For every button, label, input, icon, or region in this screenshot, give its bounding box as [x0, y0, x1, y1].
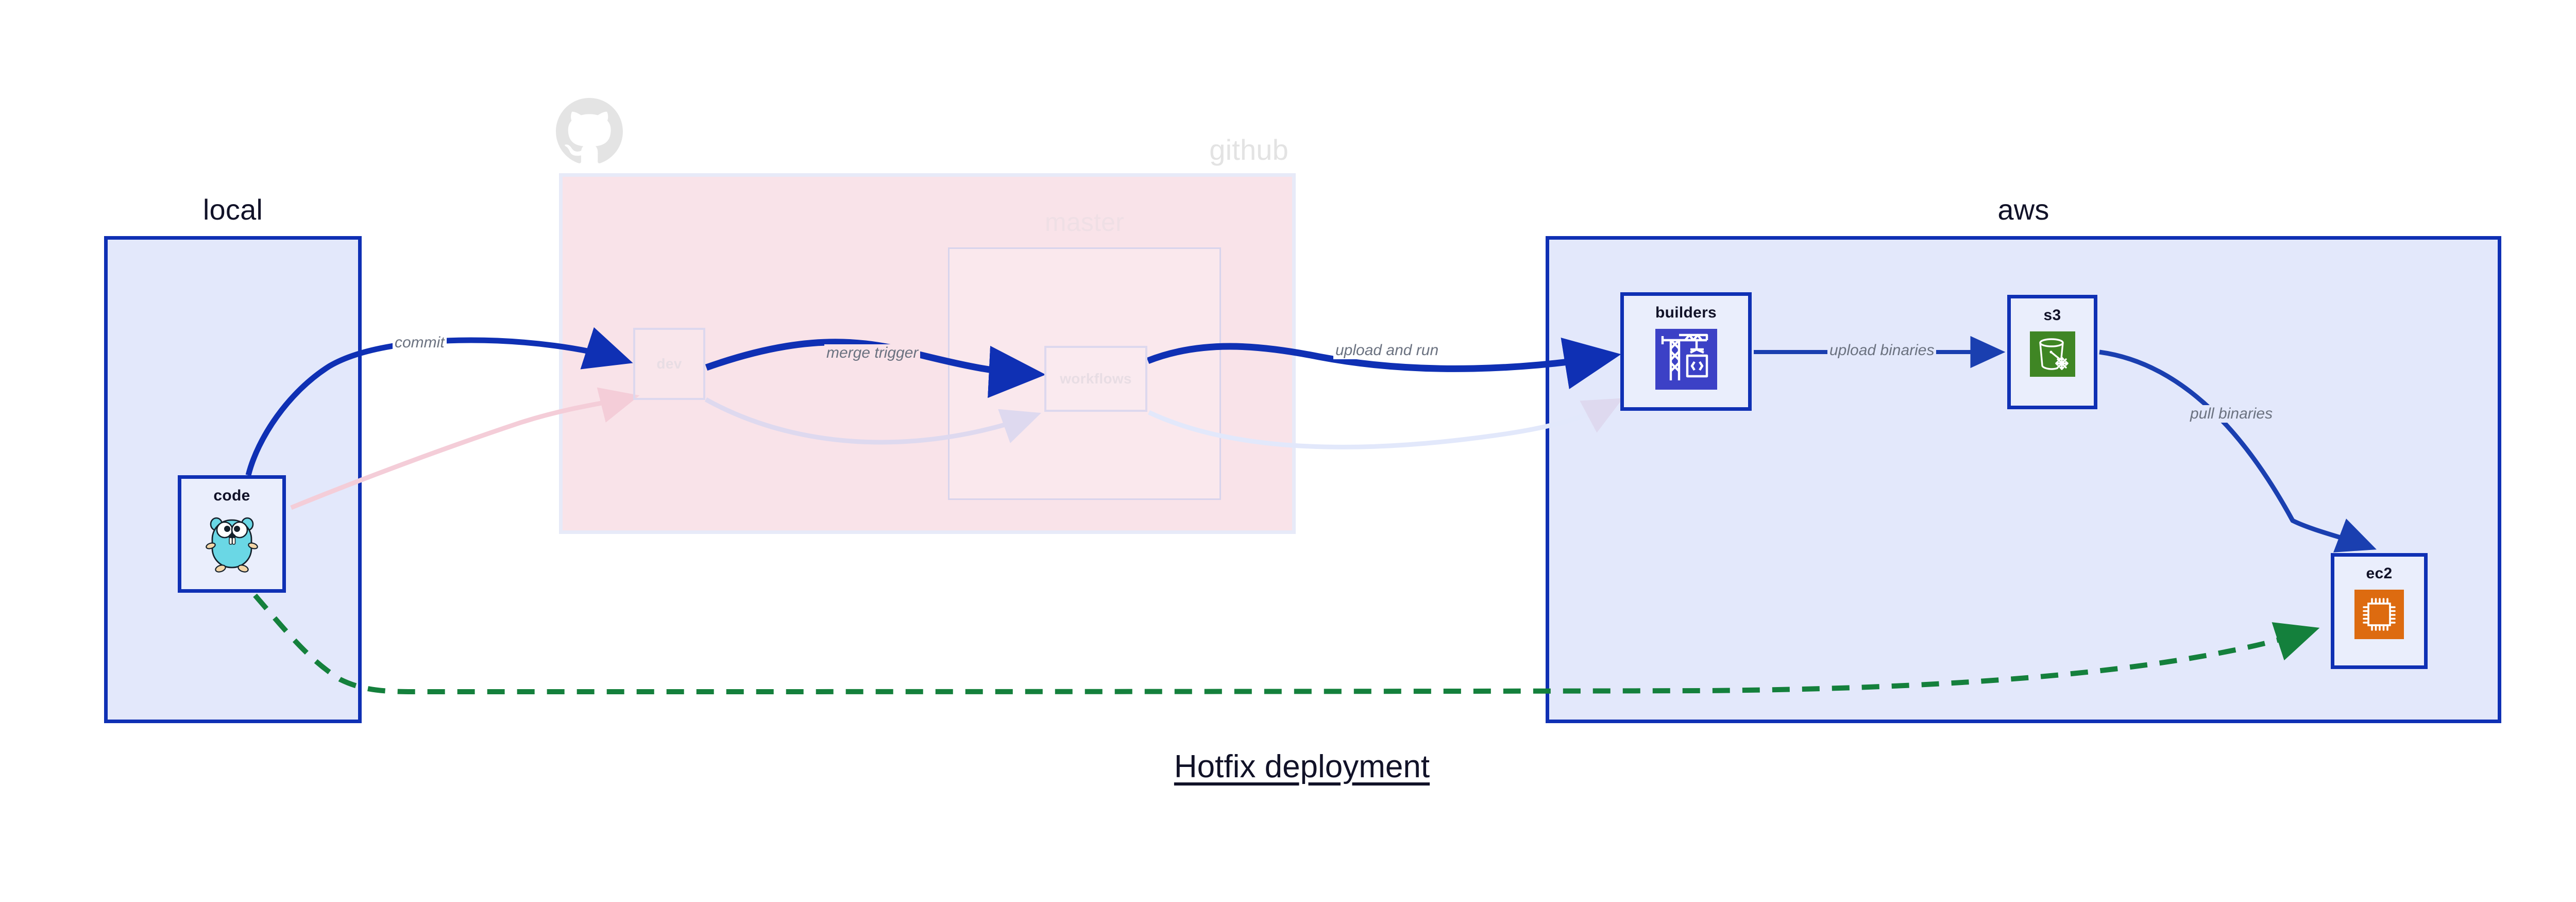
group-github-title: github [1209, 133, 1289, 166]
edge-label-upload-and-run: upload and run [1333, 342, 1441, 359]
node-builders[interactable]: builders [1620, 292, 1752, 411]
node-code[interactable]: code [178, 475, 286, 593]
diagram-caption-text: Hotfix deployment [1174, 749, 1430, 784]
aws-s3-glacier-bucket-icon [2029, 331, 2075, 379]
go-gopher-icon [204, 512, 260, 576]
aws-builder-crane-icon [1655, 329, 1717, 392]
aws-ec2-chip-icon [2354, 590, 2404, 642]
node-workflows-label: workflows [1060, 371, 1132, 387]
group-local-title: local [202, 193, 263, 226]
group-master-title: master [1044, 208, 1124, 237]
edge-label-upload-binaries: upload binaries [1827, 342, 1937, 359]
node-s3-label: s3 [2043, 307, 2061, 324]
group-aws-title: aws [1997, 193, 2049, 226]
edge-label-merge-trigger: merge trigger [824, 344, 921, 362]
github-octocat-icon [556, 98, 623, 165]
node-ec2[interactable]: ec2 [2331, 553, 2428, 669]
node-builders-label: builders [1655, 304, 1717, 321]
node-code-label: code [213, 487, 250, 504]
node-workflows[interactable]: workflows [1044, 346, 1147, 412]
node-s3[interactable]: s3 [2007, 295, 2097, 409]
diagram-caption: Hotfix deployment [0, 748, 2576, 785]
node-ec2-label: ec2 [2366, 565, 2393, 582]
edge-label-commit: commit [393, 334, 447, 352]
node-dev[interactable]: dev [633, 328, 705, 400]
edge-label-pull-binaries: pull binaries [2188, 405, 2275, 423]
node-dev-label: dev [656, 356, 682, 372]
